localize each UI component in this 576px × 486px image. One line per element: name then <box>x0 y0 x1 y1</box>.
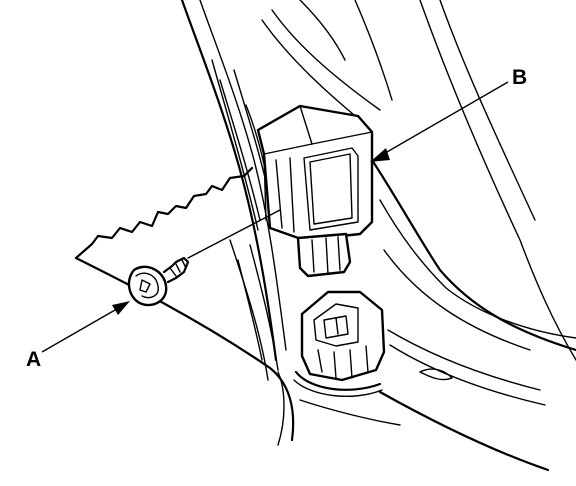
callout-b: B <box>370 66 527 162</box>
callout-a-arrowhead <box>112 301 130 315</box>
callout-b-arrowhead <box>370 148 390 162</box>
callout-b-leader <box>379 81 509 157</box>
pillar-panel <box>74 0 576 472</box>
trim-panel-edge <box>74 166 254 260</box>
callout-a: A <box>26 301 130 371</box>
callout-a-label: A <box>26 348 41 371</box>
bolt <box>127 256 190 307</box>
callout-a-leader <box>41 305 123 353</box>
sensor <box>256 104 374 278</box>
callout-b-label: B <box>512 66 527 89</box>
alignment-line <box>187 209 281 259</box>
connector <box>293 290 386 397</box>
